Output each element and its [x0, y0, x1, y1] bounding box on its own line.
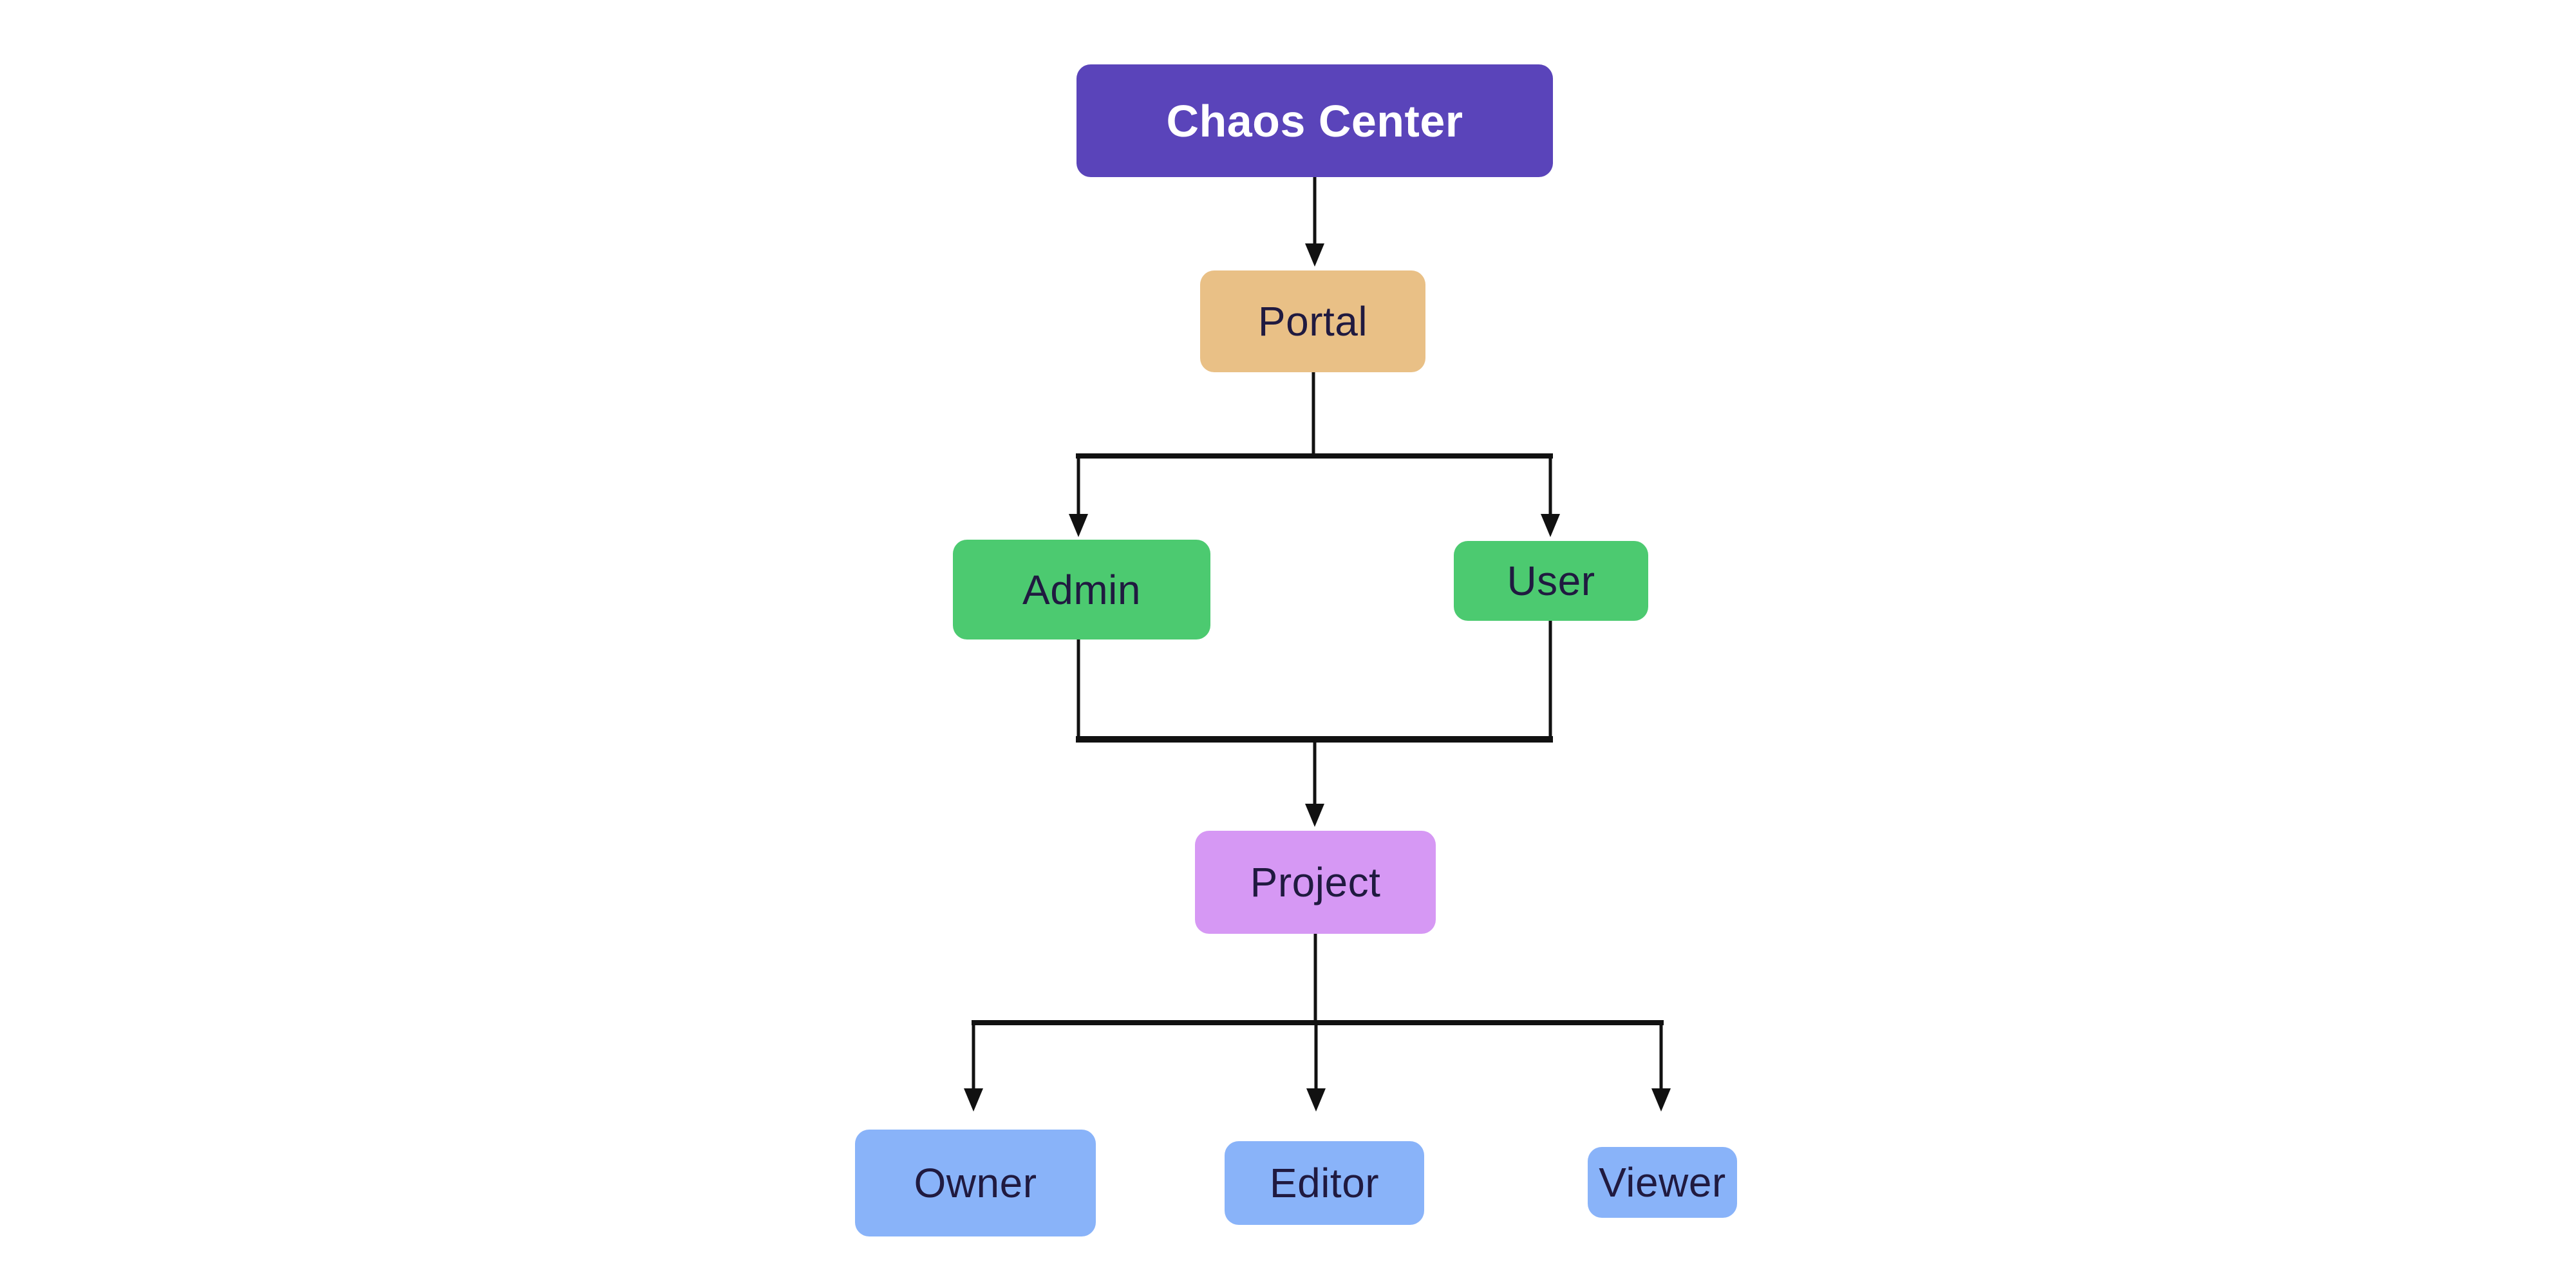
node-chaos-center-label: Chaos Center: [1166, 95, 1463, 146]
edge-merge-project: [1076, 621, 1553, 827]
node-user-label: User: [1507, 558, 1595, 604]
node-owner: Owner: [855, 1130, 1096, 1236]
node-project-label: Project: [1250, 859, 1381, 905]
node-owner-label: Owner: [914, 1160, 1037, 1206]
node-admin-label: Admin: [1022, 566, 1141, 613]
node-editor: Editor: [1225, 1141, 1424, 1225]
edge-portal-split: [1069, 372, 1560, 537]
node-admin: Admin: [953, 540, 1210, 639]
node-portal-label: Portal: [1257, 298, 1368, 345]
node-user: User: [1454, 541, 1648, 621]
node-portal: Portal: [1200, 270, 1425, 372]
node-project: Project: [1195, 831, 1436, 934]
node-editor-label: Editor: [1269, 1160, 1380, 1206]
node-chaos-center: Chaos Center: [1076, 64, 1553, 177]
node-viewer: Viewer: [1588, 1147, 1737, 1218]
edge-chaos-center-portal: [1305, 177, 1324, 267]
edge-project-split: [964, 934, 1671, 1112]
node-viewer-label: Viewer: [1599, 1159, 1726, 1206]
